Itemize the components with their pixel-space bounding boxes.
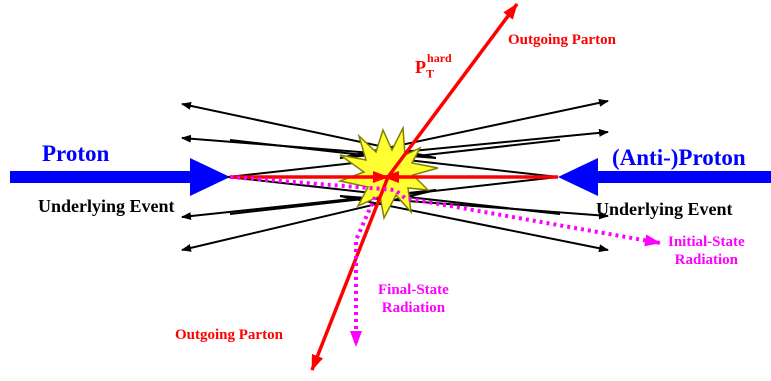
pt-sup: hard [427, 51, 452, 65]
underlying-event-right-label: Underlying Event [596, 199, 733, 219]
final-state-line1: Final-State [378, 282, 449, 298]
final-state-radiation-label: Final-State Radiation [378, 283, 449, 316]
proton-beam-head [190, 158, 230, 196]
antiproton-label: (Anti-)Proton [612, 145, 746, 170]
final-state-line2: Radiation [381, 300, 446, 316]
final-state-radiation-line [350, 196, 377, 347]
initial-state-line1: Initial-State [668, 234, 745, 250]
pt-hard-label: PThard [415, 52, 459, 80]
ue-line-4 [181, 189, 437, 252]
outgoing-parton-bottom-line [310, 176, 390, 371]
antiproton-beam-head [558, 158, 598, 196]
outgoing-parton-top-label: Outgoing Parton [508, 32, 616, 48]
underlying-event-left-label: Underlying Event [38, 196, 175, 216]
pt-main: P [415, 57, 426, 77]
outgoing-parton-bottom-label: Outgoing Parton [175, 327, 283, 343]
initial-state-radiation-label: Initial-State Radiation [668, 235, 745, 268]
proton-beam [10, 171, 198, 183]
pt-sub: T [426, 66, 435, 81]
antiproton-beam [596, 171, 771, 183]
outgoing-parton-top-line [386, 2, 519, 179]
initial-state-line2: Radiation [674, 252, 739, 268]
proton-label: Proton [42, 141, 110, 166]
